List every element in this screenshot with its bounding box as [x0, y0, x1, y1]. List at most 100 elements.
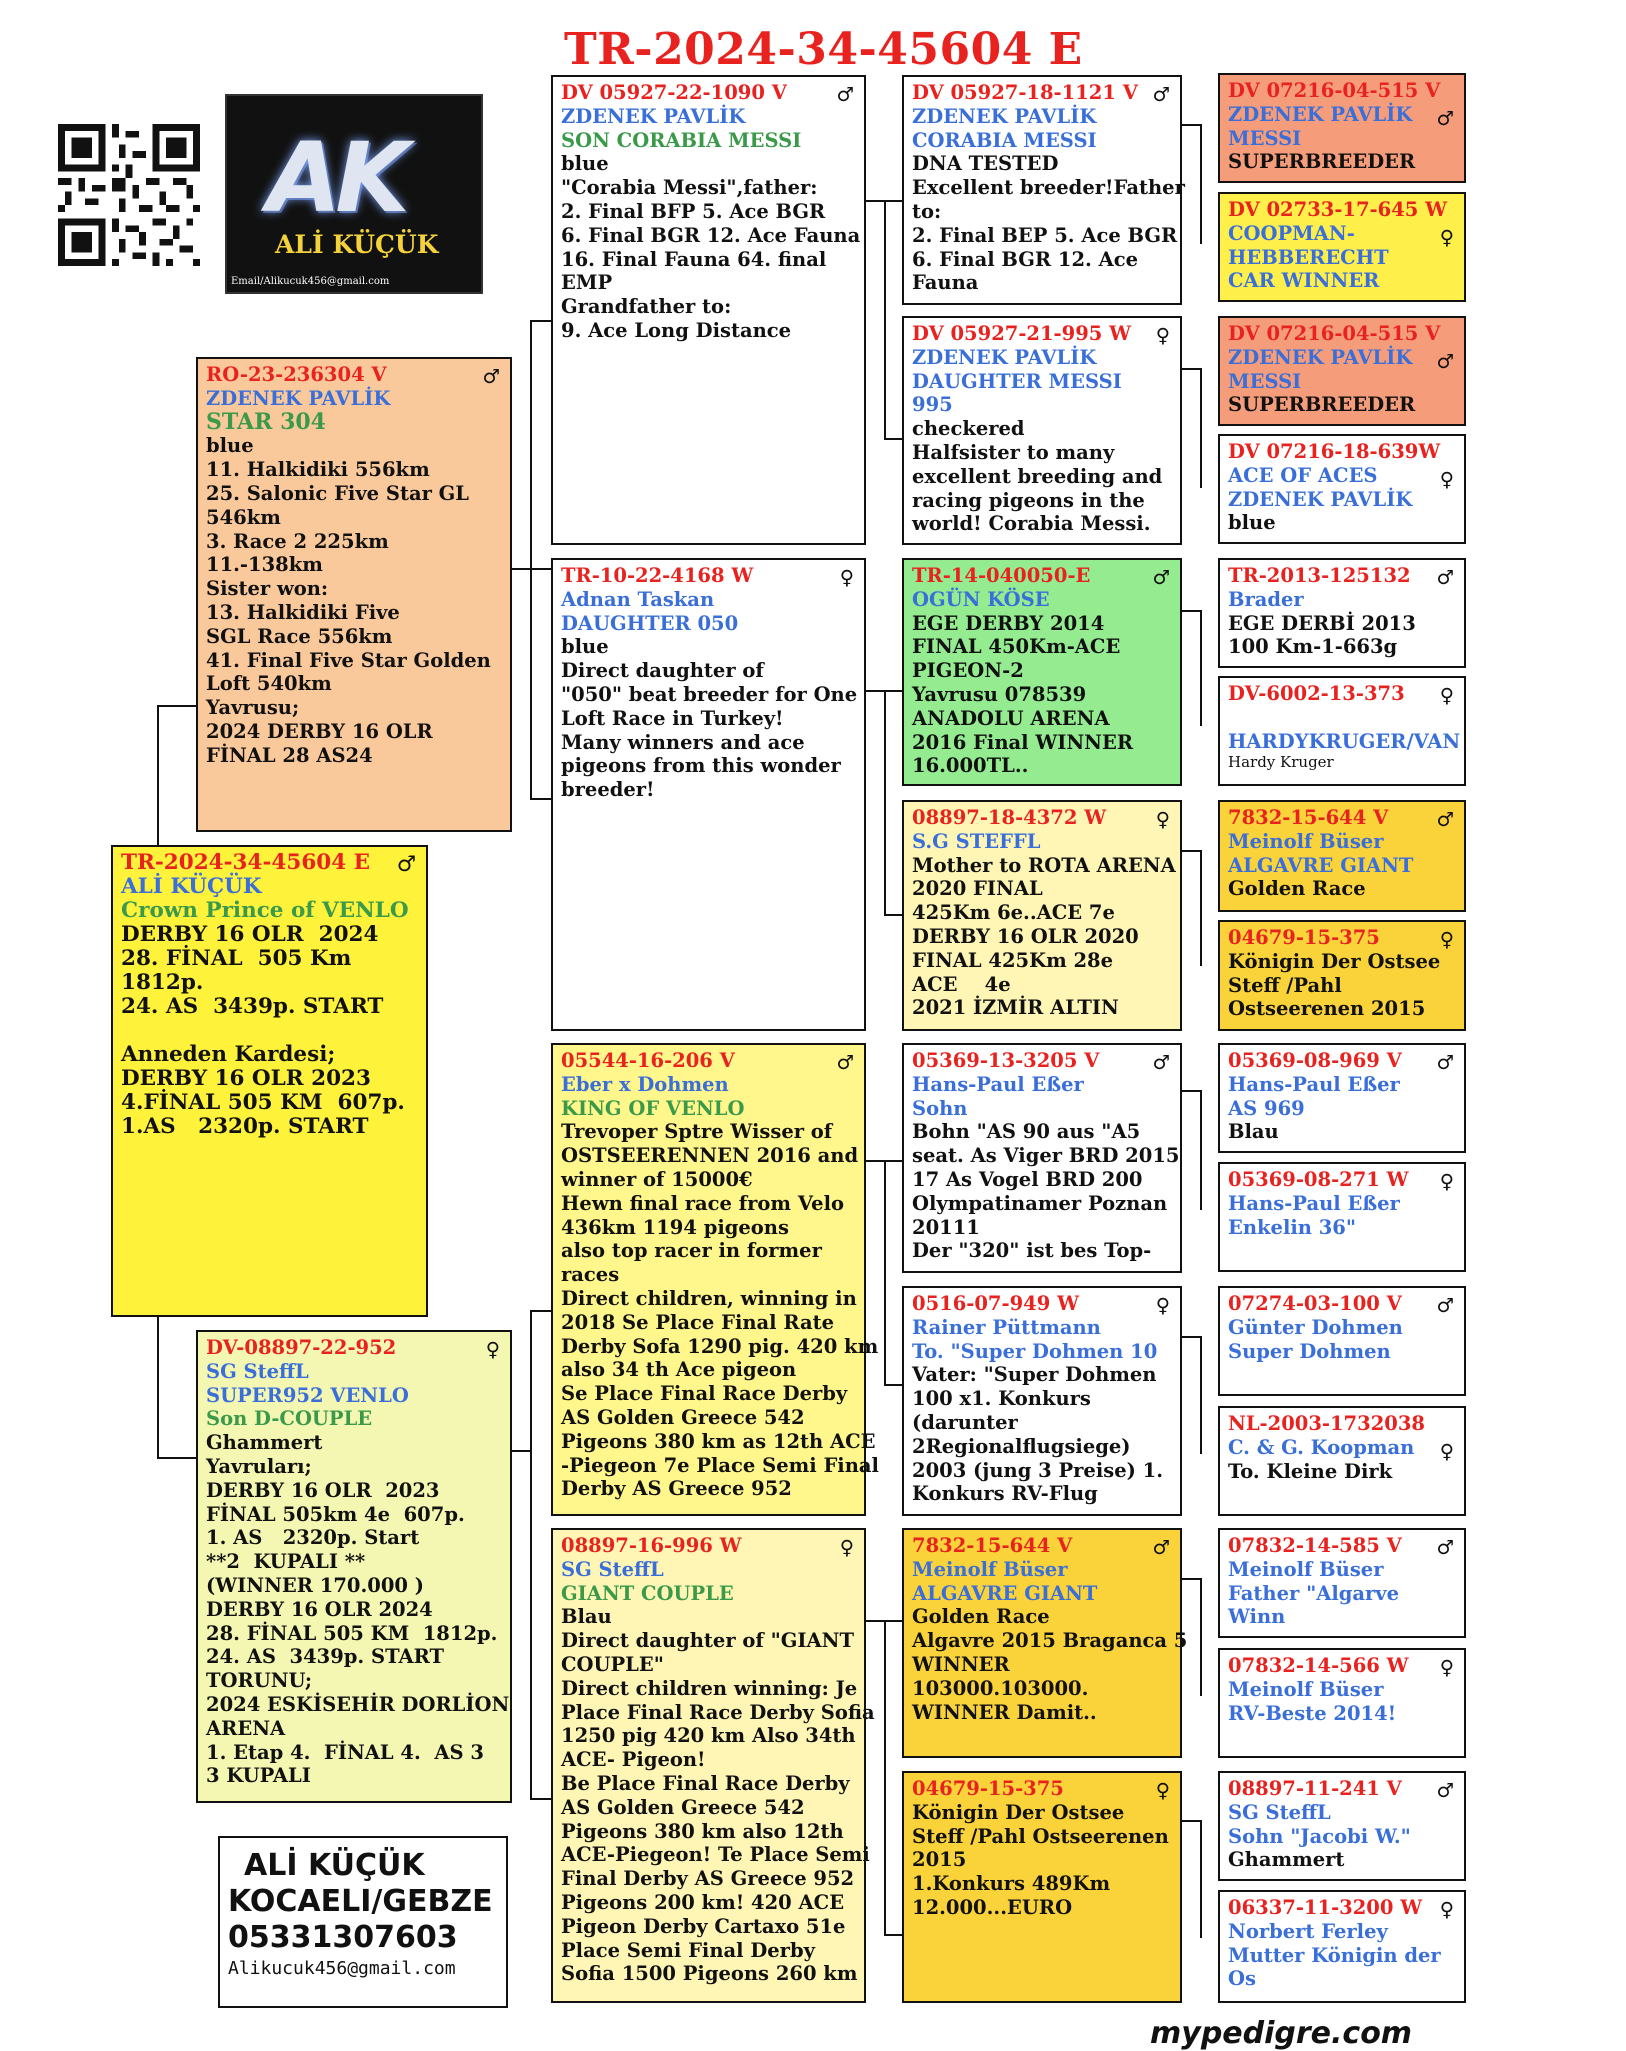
pigeon-card-sire-dam[interactable]: ♀ TR-10-22-4168 W Adnan Taskan DAUGHTER … — [551, 558, 866, 1031]
ring-number: DV 07216-04-515 V — [1228, 79, 1441, 102]
pigeon-card-dam[interactable]: ♀ DV-08897-22-952 SG SteffL SUPER952 VEN… — [196, 1330, 512, 1803]
male-icon: ♂ — [1436, 808, 1454, 831]
male-icon: ♂ — [396, 852, 416, 877]
pigeon-card-g10[interactable]: ♀ 05369-08-271 W Hans-Paul Eßer Enkelin … — [1218, 1162, 1466, 1272]
connector — [1200, 368, 1202, 488]
note-line: Algavre 2015 Braganca 5 — [912, 1629, 1188, 1653]
pigeon-card-dam-dam[interactable]: ♀ 08897-16-996 W SG SteffL GIANT COUPLE … — [551, 1528, 875, 2003]
note-line: 9. Ace Long Distance — [561, 318, 792, 342]
male-icon: ♂ — [1436, 107, 1454, 130]
ring-number: 07832-14-566 W — [1228, 1654, 1409, 1677]
note-line: Pigeons 200 km! 420 ACE — [561, 1890, 845, 1914]
breeder-name: Hans-Paul Eßer — [1228, 1191, 1400, 1215]
ring-number: DV 07216-04-515 V — [1228, 322, 1441, 345]
note-line: 11.-138km — [206, 553, 323, 577]
connector — [866, 1620, 886, 1622]
note-line: 1.AS 2320p. START — [121, 1114, 369, 1139]
pigeon-card-g8[interactable]: ♀ 04679-15-375 Königin Der Ostsee Steff … — [1218, 920, 1466, 1031]
ring-number: 04679-15-375 — [1228, 926, 1380, 949]
pigeon-card-g12[interactable]: ♀ NL-2003-1732038 C. & G. Koopman To. Kl… — [1218, 1406, 1466, 1516]
pigeon-card-g14[interactable]: ♀ 07832-14-566 W Meinolf Büser RV-Beste … — [1218, 1648, 1466, 1758]
pigeon-card-sss[interactable]: ♂ DV 05927-18-1121 V ZDENEK PAVLİK CORAB… — [902, 75, 1185, 305]
pigeon-card-ssd[interactable]: ♀ DV 05927-21-995 W ZDENEK PAVLİK DAUGHT… — [902, 316, 1182, 545]
female-icon: ♀ — [485, 1338, 500, 1361]
pigeon-card-sire[interactable]: ♂ RO-23-236304 V ZDENEK PAVLİK STAR 304 … — [196, 357, 512, 832]
connector — [884, 1160, 902, 1162]
female-icon: ♀ — [839, 566, 854, 589]
male-icon: ♂ — [836, 1051, 854, 1074]
pigeon-card-sire-sire[interactable]: ♂ DV 05927-22-1090 V ZDENEK PAVLİK SON C… — [551, 75, 866, 545]
pigeon-card-subject[interactable]: ♂ TR-2024-34-45604 E ALİ KÜÇÜK Crown Pri… — [111, 845, 428, 1317]
pigeon-card-g15[interactable]: ♂ 08897-11-241 V SG SteffL Sohn "Jacobi … — [1218, 1771, 1466, 1881]
note-line: Mother to ROTA ARENA — [912, 853, 1176, 877]
female-icon: ♀ — [1155, 808, 1170, 831]
pigeon-card-g4[interactable]: ♀ DV 07216-18-639W ACE OF ACES ZDENEK PA… — [1218, 434, 1466, 544]
contact-phone[interactable]: 05331307603 — [228, 1920, 458, 1955]
ring-number: DV 02733-17-645 W — [1228, 198, 1448, 221]
pigeon-card-g6[interactable]: ♀ DV-6002-13-373 HARDYKRUGER/VAN Hardy K… — [1218, 676, 1466, 786]
breeder-name-3: CAR WINNER — [1228, 269, 1380, 293]
connector — [512, 1450, 531, 1452]
pigeon-card-sds[interactable]: ♂ TR-14-040050-E OGÜN KÖSE EGE DERBY 201… — [902, 558, 1182, 786]
note-line: 2. Final BFP 5. Ace BGR — [561, 199, 826, 223]
note-line: DERBY 16 OLR 2024 — [121, 922, 379, 947]
note-line: 20111 — [912, 1215, 980, 1239]
footer-site[interactable]: mypedigre.com — [1150, 2016, 1413, 2051]
pigeon-card-dsd[interactable]: ♀ 0516-07-949 W Rainer Püttmann To. "Sup… — [902, 1286, 1182, 1516]
note-line: ACE- Pigeon! — [561, 1748, 706, 1772]
connector — [1200, 1090, 1202, 1210]
note-line: DERBY 16 OLR 2023 — [121, 1066, 371, 1091]
pigeon-card-g16[interactable]: ♀ 06337-11-3200 W Norbert Ferley Mutter … — [1218, 1890, 1466, 2003]
breeder-name: Meinolf Büser — [1228, 829, 1384, 853]
pigeon-card-g2[interactable]: ♀ DV 02733-17-645 W COOPMAN- HEBBERECHT … — [1218, 192, 1466, 302]
pigeon-card-g9[interactable]: ♂ 05369-08-969 V Hans-Paul Eßer AS 969 B… — [1218, 1043, 1466, 1153]
note-line: WINNER Damit.. — [912, 1700, 1097, 1724]
note-line: pigeons from this wonder — [561, 754, 841, 778]
note-line: -Piegeon 7e Place Semi Final — [561, 1453, 879, 1477]
pigeon-name: DAUGHTER 050 — [561, 611, 739, 635]
pigeon-card-g1[interactable]: ♂ DV 07216-04-515 V ZDENEK PAVLİK MESSI … — [1218, 73, 1466, 183]
connector — [530, 320, 532, 800]
contact-name: ALİ KÜÇÜK — [244, 1848, 425, 1883]
note-line: 4.FİNAL 505 KM 607p. — [121, 1090, 405, 1115]
note-line: OSTSEERENNEN 2016 and — [561, 1144, 859, 1168]
note-line: Yavrusu; — [206, 696, 300, 720]
contact-email[interactable]: Alikucuk456@gmail.com — [228, 1958, 456, 1979]
pigeon-card-g5[interactable]: ♂ TR-2013-125132 Brader EGE DERBİ 2013 1… — [1218, 558, 1466, 668]
pigeon-card-g3[interactable]: ♂ DV 07216-04-515 V ZDENEK PAVLİK MESSI … — [1218, 316, 1466, 426]
connector — [1200, 610, 1202, 726]
breeder-name: SG SteffL — [1228, 1800, 1331, 1824]
breeder-name: Meinolf Büser — [912, 1557, 1068, 1581]
pigeon-card-dss[interactable]: ♂ 05369-13-3205 V Hans-Paul Eßer Sohn Bo… — [902, 1043, 1182, 1273]
note-line: 2024 ESKİSEHİR DORLİON — [206, 1692, 510, 1716]
pigeon-card-g11[interactable]: ♂ 07274-03-100 V Günter Dohmen Super Doh… — [1218, 1286, 1466, 1396]
ring-number: NL-2003-1732038 — [1228, 1412, 1425, 1435]
ring-number: TR-14-040050-E — [912, 564, 1091, 587]
pigeon-card-sdd[interactable]: ♀ 08897-18-4372 W S.G STEFFL Mother to R… — [902, 800, 1182, 1031]
connector — [884, 690, 902, 692]
note-line: Loft Race in Turkey! — [561, 706, 784, 730]
pigeon-card-ddd[interactable]: ♀ 04679-15-375 Königin Der Ostsee Steff … — [902, 1771, 1182, 2003]
note-line: Direct children, winning in — [561, 1286, 857, 1310]
pigeon-card-g13[interactable]: ♂ 07832-14-585 V Meinolf Büser Father "A… — [1218, 1528, 1466, 1638]
breeder-name-2: To. "Super Dohmen 10 — [912, 1339, 1158, 1363]
note-line: excellent breeding and — [912, 464, 1163, 488]
pigeon-card-dam-sire[interactable]: ♂ 05544-16-206 V Eber x Dohmen KING OF V… — [551, 1043, 879, 1516]
ring-number: 08897-18-4372 W — [912, 806, 1107, 829]
note-line: 16.000TL.. — [912, 754, 1029, 778]
connector — [884, 1160, 886, 1386]
connector — [884, 1384, 902, 1386]
note-line: EMP — [561, 271, 613, 295]
note-line: ARENA — [206, 1716, 286, 1740]
note-line: 2. Final BEP 5. Ace BGR — [912, 223, 1178, 247]
connector — [1200, 1336, 1202, 1454]
spacer — [1228, 706, 1456, 730]
pigeon-card-dds[interactable]: ♂ 7832-15-644 V Meinolf Büser ALGAVRE GI… — [902, 1528, 1188, 1758]
pigeon-card-g7[interactable]: ♂ 7832-15-644 V Meinolf Büser ALGAVRE GI… — [1218, 800, 1466, 912]
note-line: DERBY 16 OLR 2020 — [912, 924, 1139, 948]
female-icon: ♀ — [1439, 1440, 1454, 1463]
note-line: 436km 1194 pigeons — [561, 1215, 789, 1239]
ring-number: 7832-15-644 V — [1228, 806, 1389, 829]
breeder-name-2: Sohn "Jacobi W." — [1228, 1824, 1411, 1848]
breeder-name-2: AS 969 — [1228, 1096, 1305, 1120]
